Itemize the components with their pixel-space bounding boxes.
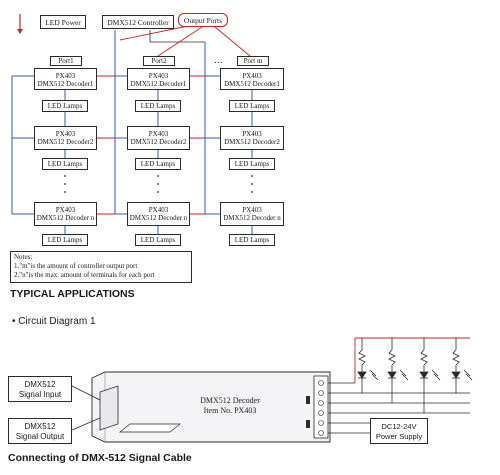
decoder-box: PX403 DMX512 Decoder1 (34, 68, 97, 90)
decoder-box: PX403 DMX512 Decoder2 (127, 126, 190, 150)
connecting-heading: Connecting of DMX-512 Signal Cable (8, 452, 192, 464)
led-lamps-box: LED Lamps (135, 234, 181, 246)
power-supply-label: Power Supply (375, 432, 423, 441)
notes-line: 2."n"is the max. amount of terminals for… (14, 271, 155, 279)
notes-box: Notes: 1."m"is the amount of controller … (10, 251, 192, 283)
decoder-model: PX403 (242, 206, 262, 214)
power-supply-box: DC12-24V Power Supply (370, 418, 428, 444)
led-lamps-label: LED Lamps (234, 236, 270, 244)
port-box: Port2 (143, 56, 175, 66)
led-lamps-box: LED Lamps (42, 234, 88, 246)
decoder-box: PX403 DMX512 Decoder n (34, 202, 97, 226)
output-ports-callout: Output Ports (178, 13, 228, 27)
controller-box: DMX512 Controller (102, 15, 174, 29)
led-lamps-box: LED Lamps (229, 234, 275, 246)
decoder-title: DMX512 Decoder (200, 396, 260, 405)
port-ellipsis: ... (214, 56, 223, 66)
decoder-name: DMX512 Decoder1 (224, 80, 280, 88)
decoder-body-label: DMX512 Decoder Item No. PX403 (170, 396, 290, 416)
led-power-label: LED Power (45, 18, 81, 27)
decoder-box: PX403 DMX512 Decoder1 (127, 68, 190, 90)
decoder-item: Item No. PX403 (203, 406, 257, 415)
led-lamps-box: LED Lamps (135, 158, 181, 170)
led-lamps-label: LED Lamps (47, 102, 83, 110)
signal-input-line1: DMX512 (24, 380, 56, 389)
decoder-name: DMX512 Decoder n (36, 214, 95, 222)
led-lamps-label: LED Lamps (47, 236, 83, 244)
decoder-name: DMX512 Decoder1 (130, 80, 187, 88)
led-lamps-label: LED Lamps (140, 160, 176, 168)
notes-title: Notes: (14, 253, 33, 261)
decoder-model: PX403 (242, 72, 262, 80)
decoder-model: PX403 (55, 72, 76, 80)
circuit-diagram-text: Circuit Diagram 1 (18, 316, 96, 327)
decoder-name: DMX512 Decoder2 (224, 138, 280, 146)
decoder-box: PX403 DMX512 Decoder n (127, 202, 190, 226)
led-lamps-label: LED Lamps (140, 236, 176, 244)
signal-output-line1: DMX512 (24, 422, 56, 431)
led-lamps-box: LED Lamps (229, 100, 275, 112)
signal-input-box: DMX512 Signal Input (8, 376, 72, 402)
decoder-model: PX403 (242, 130, 262, 138)
decoder-name: DMX512 Decoder1 (37, 80, 94, 88)
decoder-name: DMX512 Decoder n (223, 214, 281, 222)
signal-input-line2: Signal Input (18, 390, 62, 399)
led-lamps-box: LED Lamps (229, 158, 275, 170)
decoder-name: DMX512 Decoder2 (130, 138, 187, 146)
port-box: Port1 (50, 56, 82, 66)
port-label: Port1 (58, 57, 74, 65)
led-lamps-box: LED Lamps (42, 158, 88, 170)
notes-line: 1."m"is the amount of controller output … (14, 262, 138, 270)
led-power-box: LED Power (40, 15, 86, 29)
led-lamps-label: LED Lamps (47, 160, 83, 168)
led-lamps-label: LED Lamps (140, 102, 176, 110)
decoder-model: PX403 (148, 206, 169, 214)
led-lamps-label: LED Lamps (234, 102, 270, 110)
led-lamps-box: LED Lamps (135, 100, 181, 112)
led-lamps-box: LED Lamps (42, 100, 88, 112)
power-supply-voltage: DC12-24V (381, 422, 417, 431)
port-label: Port2 (151, 57, 167, 65)
decoder-model: PX403 (148, 72, 169, 80)
decoder-box: PX403 DMX512 Decoder2 (220, 126, 284, 150)
decoder-box: PX403 DMX512 Decoder1 (220, 68, 284, 90)
decoder-name: DMX512 Decoder2 (37, 138, 94, 146)
decoder-box: PX403 DMX512 Decoder n (220, 202, 284, 226)
output-ports-label: Output Ports (183, 16, 223, 25)
decoder-box: PX403 DMX512 Decoder2 (34, 126, 97, 150)
typical-applications-heading: TYPICAL APPLICATIONS (10, 288, 135, 300)
signal-output-line2: Signal Output (15, 432, 65, 441)
bullet-icon: • (12, 316, 16, 327)
circuit-diagram-label: • Circuit Diagram 1 (12, 316, 96, 327)
decoder-model: PX403 (55, 206, 76, 214)
controller-label: DMX512 Controller (107, 18, 169, 27)
port-box: Port m (237, 56, 269, 66)
signal-output-box: DMX512 Signal Output (8, 418, 72, 444)
led-lamps-label: LED Lamps (234, 160, 270, 168)
decoder-model: PX403 (148, 130, 169, 138)
decoder-name: DMX512 Decoder n (129, 214, 188, 222)
decoder-model: PX403 (55, 130, 76, 138)
port-label: Port m (243, 57, 263, 65)
